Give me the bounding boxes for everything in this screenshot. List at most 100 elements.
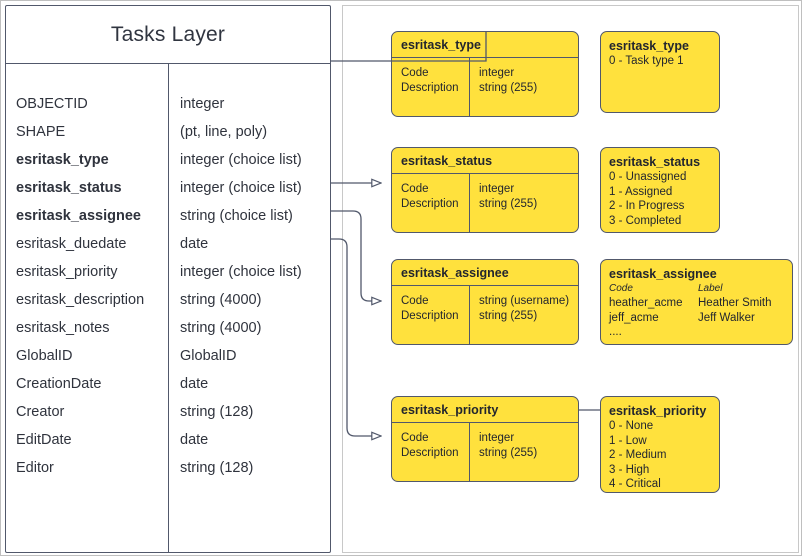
field-name: EditDate [16, 432, 72, 448]
value-pair-code: heather_acme [609, 297, 683, 309]
domain-box-body: Code Description string (username) strin… [392, 286, 578, 344]
value-item: 3 - High [609, 463, 650, 476]
field-name: esritask_duedate [16, 236, 127, 252]
domain-row-type: string (255) [479, 82, 538, 94]
field-type: string (128) [180, 404, 254, 420]
domain-label-column: Code Description [392, 58, 470, 116]
field-type: (pt, line, poly) [180, 124, 268, 140]
domain-row-label: Description [401, 447, 459, 459]
domain-box-esritask-assignee[interactable]: esritask_assignee Code Description strin… [391, 259, 579, 345]
value-item: 0 - Task type 1 [609, 55, 684, 67]
domain-row-type: string (255) [479, 447, 538, 459]
value-box-title: esritask_assignee [609, 267, 717, 281]
domain-row-type: string (255) [479, 198, 538, 210]
domain-box-body: Code Description integer string (255) [392, 423, 578, 481]
field-type: integer [180, 96, 225, 112]
domain-label-column: Code Description [392, 174, 470, 232]
field-name: GlobalID [16, 348, 73, 364]
domain-row-type: string (username) [479, 295, 570, 307]
domain-label-column: Code Description [392, 423, 470, 481]
domain-row-label: Code [401, 295, 429, 307]
value-list: 0 - Unassigned 1 - Assigned 2 - In Progres… [609, 170, 719, 228]
field-type: integer (choice list) [180, 264, 302, 280]
value-col-header-code: Code [609, 283, 633, 294]
field-type: string (4000) [180, 292, 262, 308]
domain-box-body: Code Description integer string (255) [392, 58, 578, 116]
domain-type-column: integer string (255) [470, 58, 578, 116]
field-type: string (choice list) [180, 208, 293, 224]
value-pair-code: jeff_acme [609, 311, 659, 324]
field-type: integer (choice list) [180, 152, 302, 168]
domain-label-column: Code Description [392, 286, 470, 344]
domain-type-column: integer string (255) [470, 174, 578, 232]
tasks-layer-header: Tasks Layer [6, 6, 330, 64]
field-name: SHAPE [16, 124, 66, 140]
field-type: date [180, 432, 209, 448]
field-name: esritask_notes [16, 320, 110, 336]
value-box-esritask-priority[interactable]: esritask_priority 0 - None 1 - Low 2 - Med… [600, 396, 720, 493]
domain-box-header: esritask_assignee [392, 260, 578, 286]
domain-row-type: integer [479, 67, 515, 79]
field-type: string (128) [180, 460, 254, 476]
domain-row-type: integer [479, 183, 515, 195]
value-item: 2 - In Progress [609, 200, 685, 212]
domain-row-type: integer [479, 432, 515, 444]
domain-row-label: Description [401, 82, 459, 94]
value-pair-header: Code Label [609, 282, 792, 296]
value-pair-list: heather_acme Heather Smith jeff_acme Jeff W… [609, 296, 792, 325]
value-box-title: esritask_priority [609, 404, 707, 418]
value-box-title: esritask_type [609, 39, 689, 53]
value-item: 0 - Unassigned [609, 171, 687, 183]
value-item: 2 - Medium [609, 449, 667, 461]
field-name: esritask_status [16, 180, 122, 196]
domain-row-type: string (255) [479, 310, 538, 322]
value-item: 0 - None [609, 420, 654, 432]
domain-box-header: esritask_priority [392, 397, 578, 423]
field-type: GlobalID [180, 348, 237, 364]
value-pair-label: Heather Smith [698, 297, 772, 309]
domain-row-label: Code [401, 183, 429, 195]
value-ellipsis: .... [609, 326, 622, 338]
value-item: 4 - Critical [609, 478, 661, 490]
domain-row-label: Description [401, 310, 459, 322]
value-pair-row: heather_acme Heather Smith [609, 296, 792, 311]
value-box-esritask-status[interactable]: esritask_status 0 - Unassigned 1 - Assign… [600, 147, 720, 233]
value-item: 1 - Low [609, 434, 647, 447]
field-name: esritask_type [16, 152, 109, 168]
field-name: esritask_assignee [16, 208, 141, 224]
domain-box-header: esritask_type [392, 32, 578, 58]
value-list: 0 - Task type 1 [609, 54, 719, 69]
domain-type-column: string (username) string (255) [470, 286, 578, 344]
domain-box-body: Code Description integer string (255) [392, 174, 578, 232]
domain-box-header: esritask_status [392, 148, 578, 174]
field-name: esritask_description [16, 292, 145, 308]
domain-row-label: Description [401, 198, 459, 210]
page-title: Tasks Layer [110, 22, 226, 46]
domain-row-label: Code [401, 67, 429, 79]
domain-box-esritask-status[interactable]: esritask_status Code Description integer… [391, 147, 579, 233]
value-pair-row: jeff_acme Jeff Walker [609, 311, 792, 326]
domain-box-esritask-priority[interactable]: esritask_priority Code Description integ… [391, 396, 579, 482]
value-item: 1 - Assigned [609, 185, 673, 198]
field-type: string (4000) [180, 320, 262, 336]
value-box-esritask-assignee[interactable]: esritask_assignee Code Label heather_acm… [600, 259, 793, 345]
field-type-column: integer (pt, line, poly) integer (choice l… [169, 64, 330, 552]
domain-row-label: Code [401, 432, 429, 444]
domain-box-esritask-type[interactable]: esritask_type Code Description integer s… [391, 31, 579, 117]
domain-type-column: integer string (255) [470, 423, 578, 481]
value-pair-label: Jeff Walker [698, 311, 755, 324]
value-box-esritask-type[interactable]: esritask_type 0 - Task type 1 [600, 31, 720, 113]
field-type: integer (choice list) [180, 180, 302, 196]
field-name: Editor [16, 460, 54, 476]
value-col-header-label: Label [698, 283, 723, 294]
field-name: CreationDate [16, 376, 102, 392]
field-type: date [180, 236, 209, 252]
value-item: 3 - Completed [609, 214, 682, 227]
field-name: esritask_priority [16, 264, 118, 280]
value-list: 0 - None 1 - Low 2 - Medium 3 - High 4 - Cri… [609, 419, 719, 492]
value-box-title: esritask_status [609, 155, 701, 169]
